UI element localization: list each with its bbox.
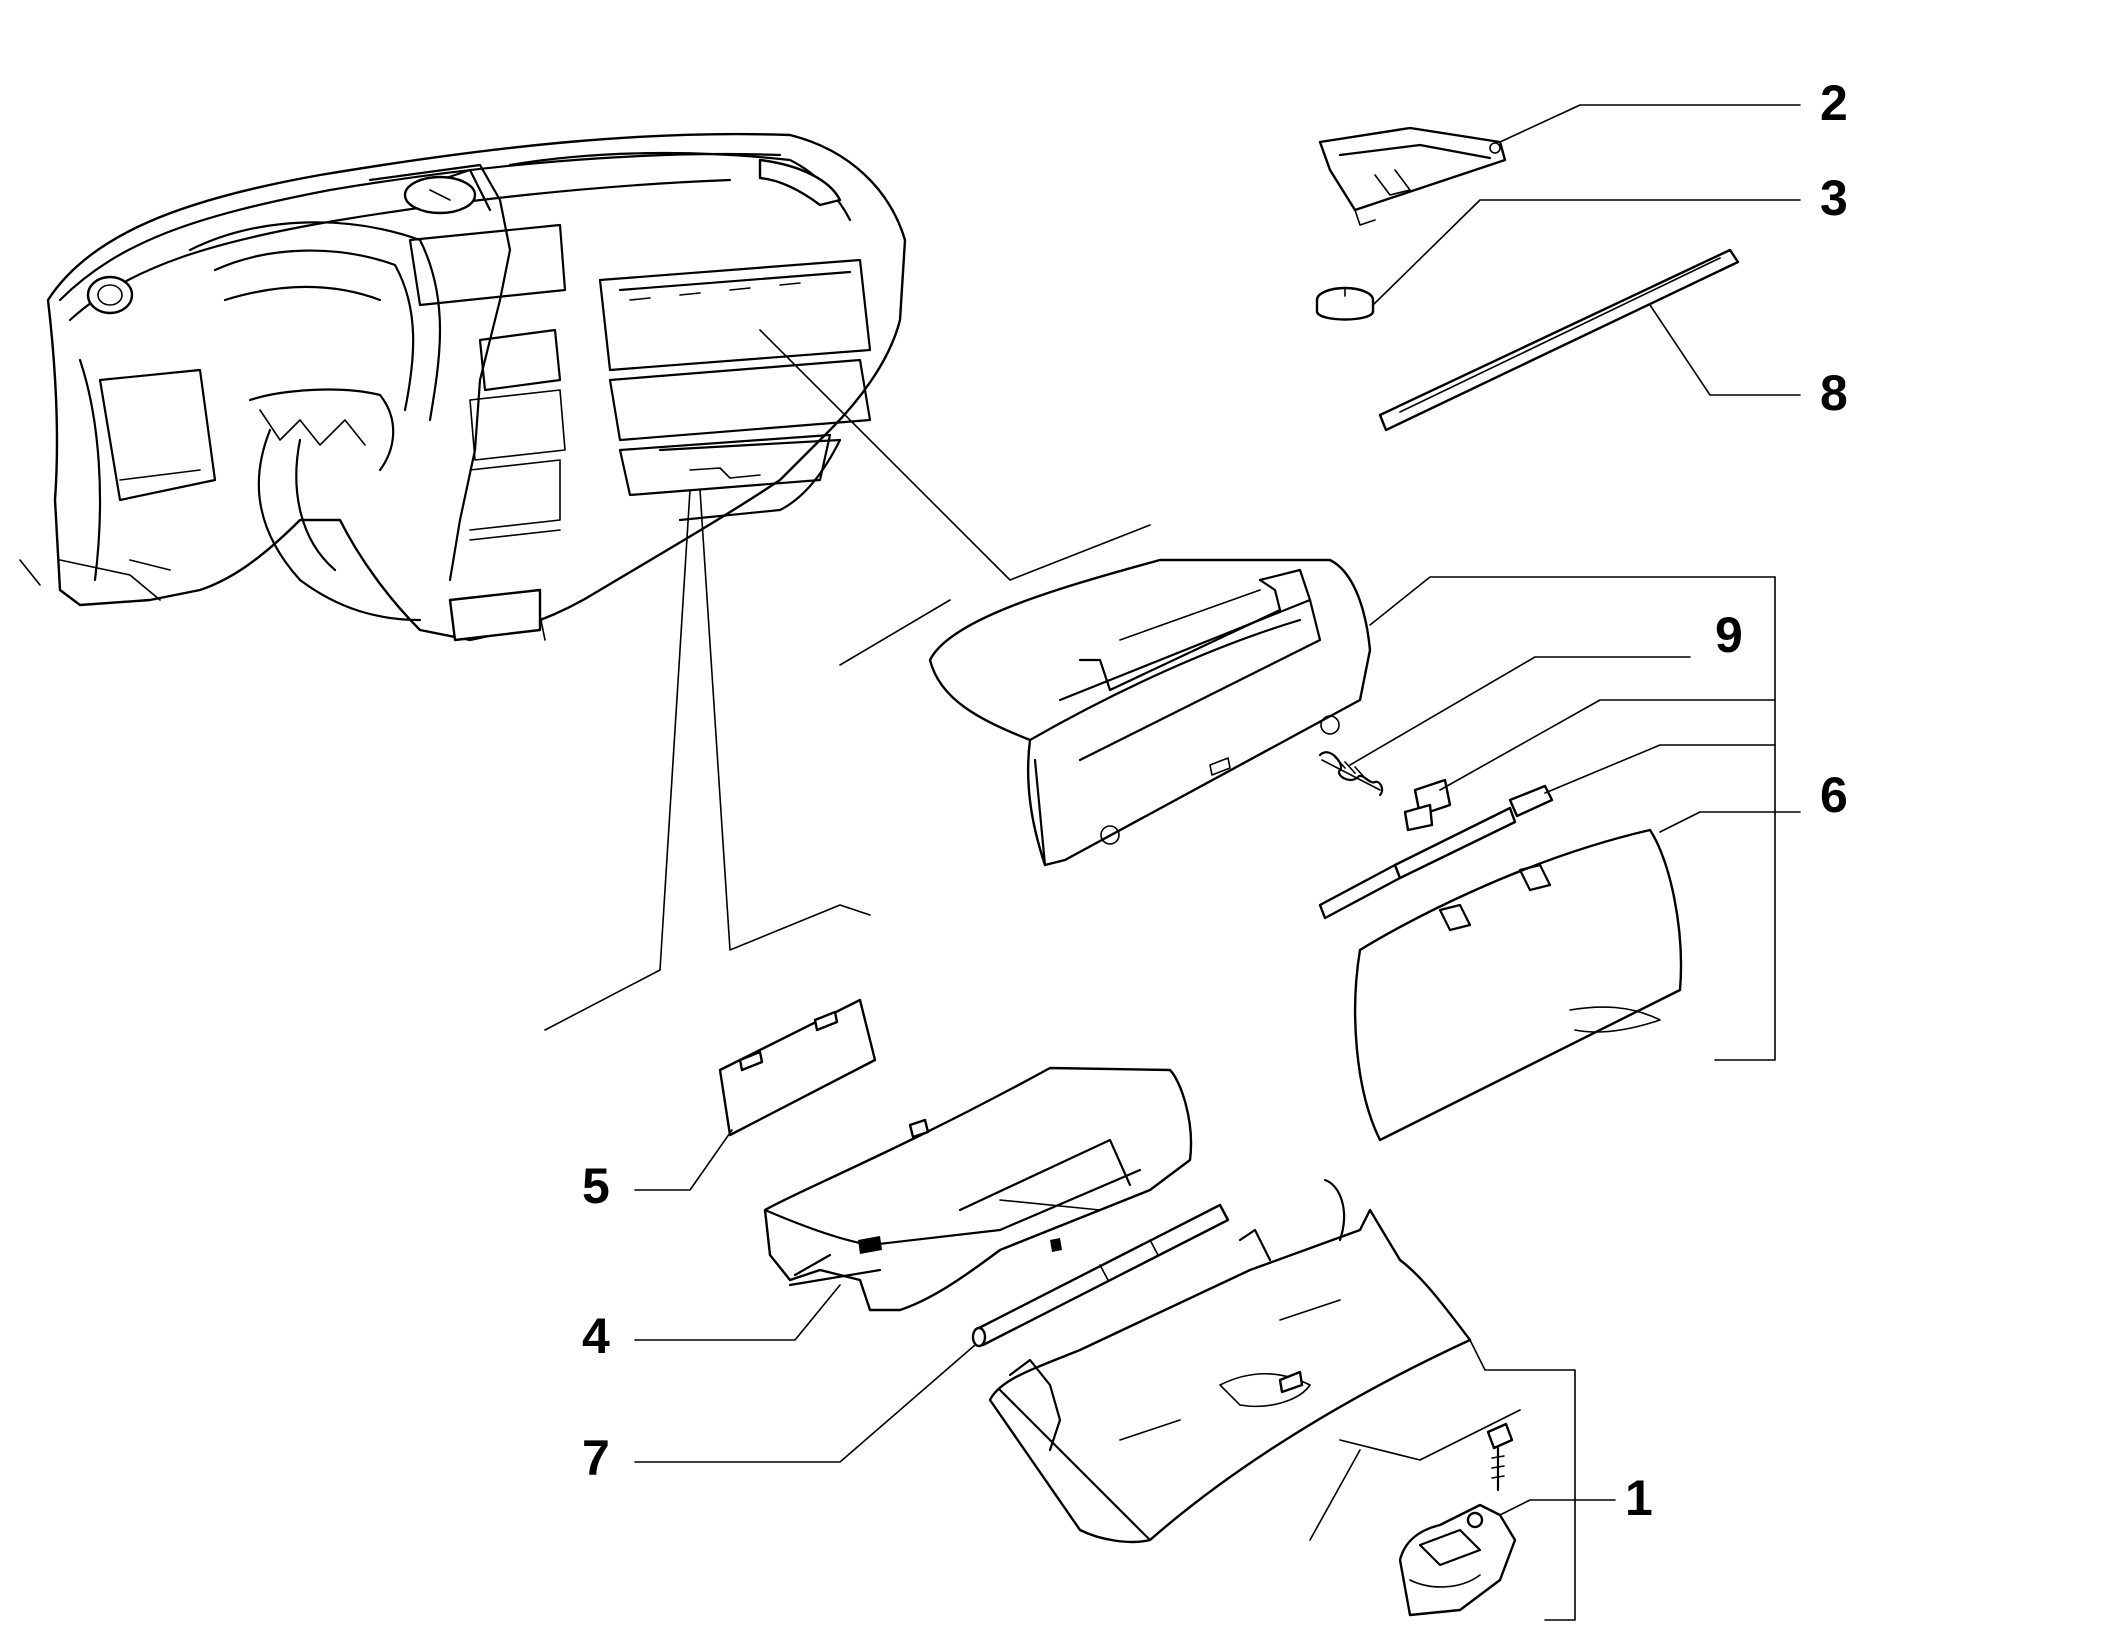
callout-1: 1: [1625, 1470, 1653, 1526]
screw: [1486, 1422, 1514, 1492]
callout-6: 6: [1820, 767, 1848, 823]
leader-dashboard-right: [759, 329, 1151, 581]
leader-dashboard-right-2: [839, 599, 951, 666]
callout-leaders: [634, 104, 1801, 1621]
leader-dashboard-lower-2: [699, 489, 871, 951]
leader-dashboard-lower-1: [544, 489, 691, 1031]
glovebox-frame: [928, 558, 1372, 867]
bracket: [1318, 126, 1507, 226]
leader-lower-lid: [1339, 1409, 1521, 1461]
lower-lid: [988, 1178, 1472, 1544]
callout-8: 8: [1820, 365, 1848, 421]
leader-lower-lid-2: [1309, 1449, 1361, 1541]
hinge-pin: [971, 1203, 1230, 1348]
callout-3: 3: [1820, 170, 1848, 226]
callout-4: 4: [582, 1308, 610, 1364]
callout-5: 5: [582, 1158, 610, 1214]
trim-strip: [1378, 248, 1740, 432]
callout-labels: 2 3 8 9 6 5 4 7 1: [582, 75, 1848, 1526]
rod: [1318, 784, 1554, 920]
cover-panel: [718, 998, 877, 1137]
lower-compartment: [763, 1066, 1193, 1312]
glovebox-lid: [1353, 828, 1683, 1142]
latch: [1398, 1503, 1517, 1617]
dashboard-assembly: [19, 132, 907, 642]
callout-2: 2: [1820, 75, 1848, 131]
cap: [1315, 286, 1375, 321]
callout-9: 9: [1715, 607, 1743, 663]
callout-7: 7: [582, 1430, 610, 1486]
spring: [1318, 751, 1384, 797]
